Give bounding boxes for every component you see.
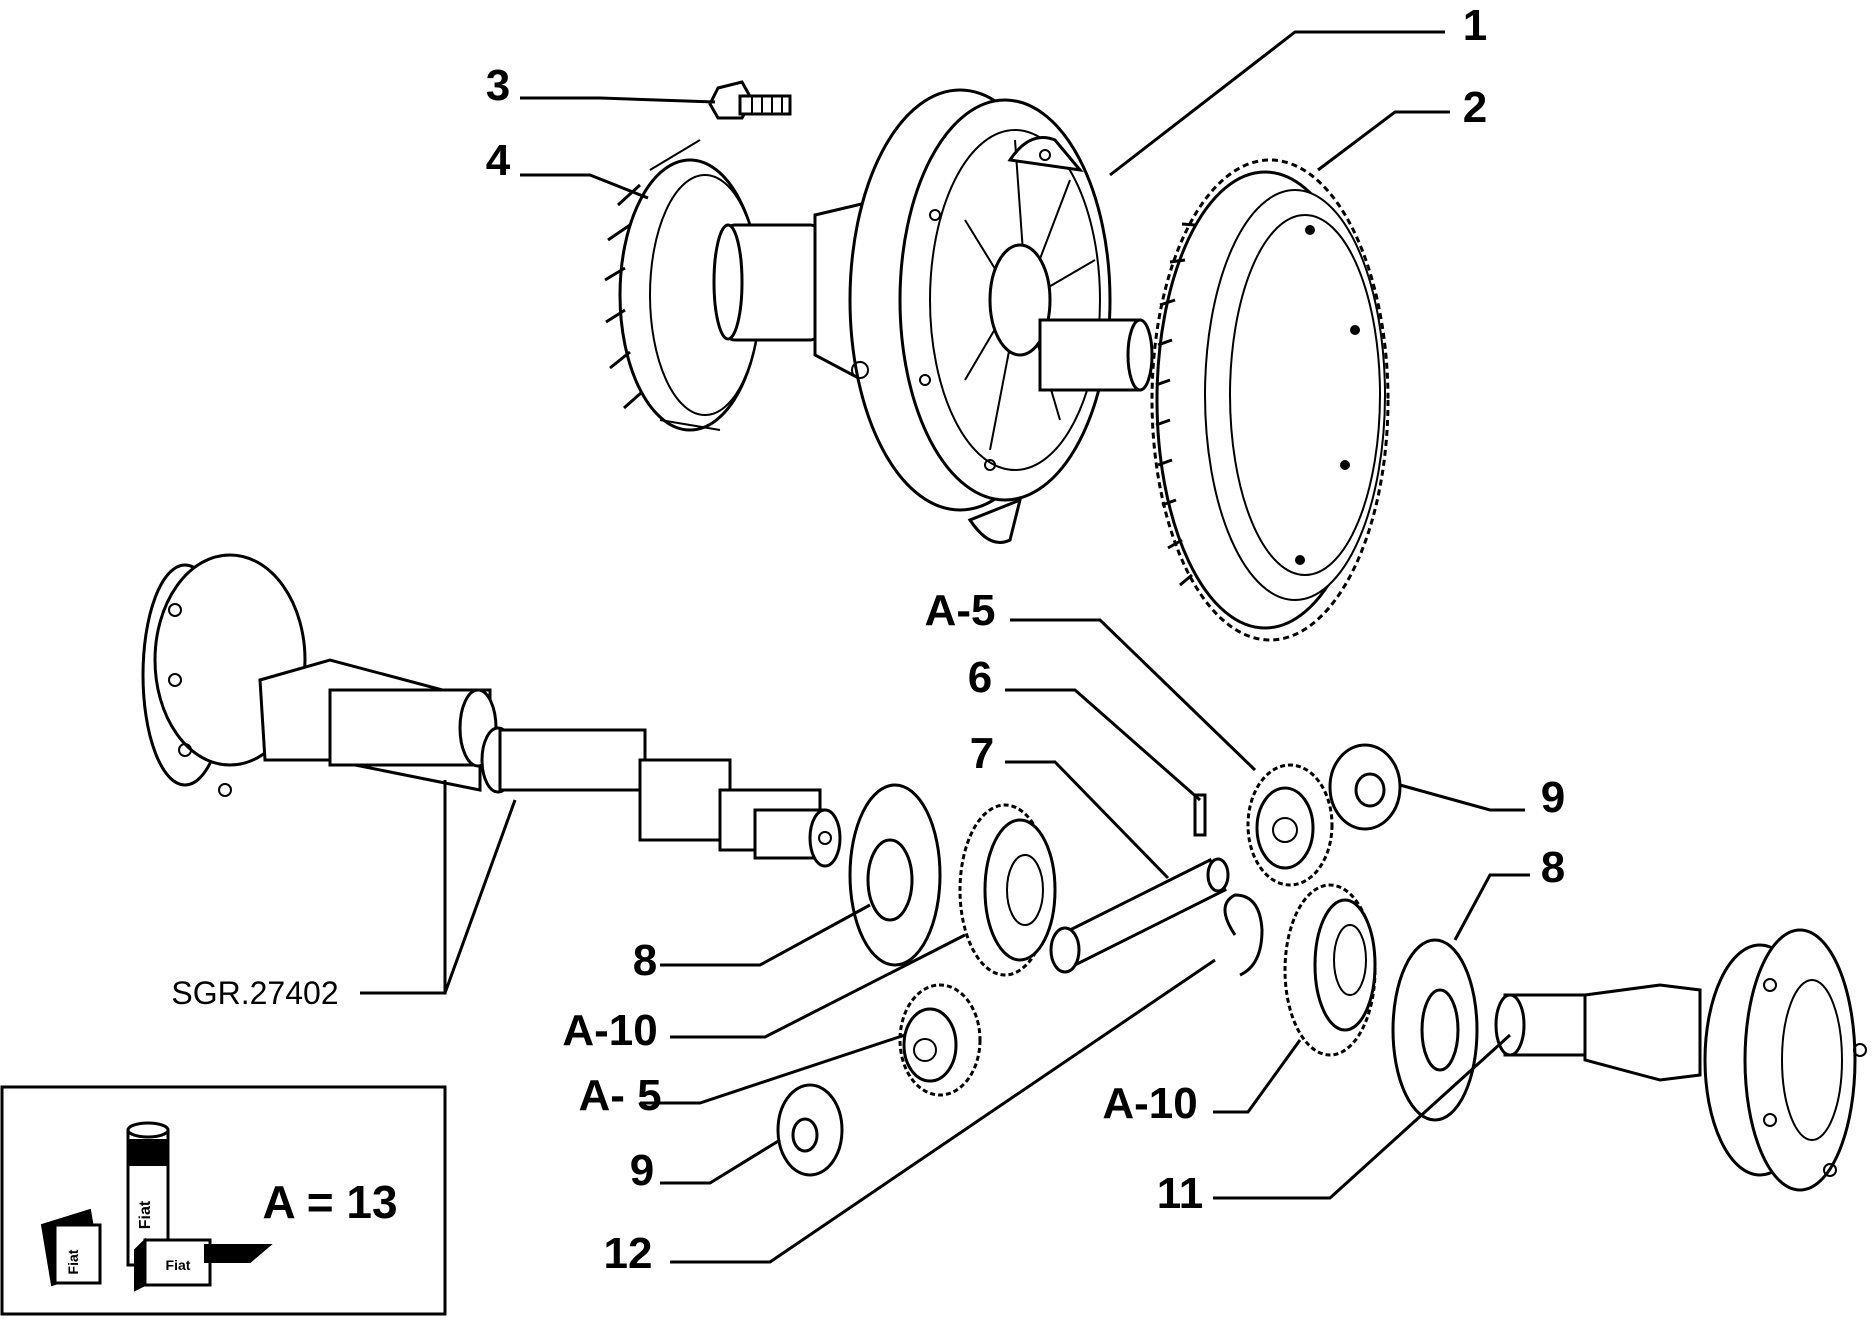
box-left-label: Fiat bbox=[65, 1249, 81, 1274]
part-11-right-axle-shaft bbox=[1494, 928, 1867, 1192]
part-6-pin bbox=[1193, 793, 1207, 837]
part-8-right-washer bbox=[1391, 938, 1479, 1122]
legend-formula: A = 13 bbox=[262, 1176, 397, 1228]
lubricant-box-right-icon: Fiat bbox=[134, 1237, 273, 1292]
tube-label: Fiat bbox=[137, 1200, 154, 1229]
legend-box: Fiat Fiat Fiat A = 13 bbox=[0, 1085, 447, 1316]
part-9-right-washer bbox=[1328, 743, 1402, 831]
part-a10-left-side-gear bbox=[958, 803, 1057, 977]
callout-a5-top: A-5 bbox=[925, 586, 996, 635]
part-12-snap-ring bbox=[1223, 893, 1264, 977]
leader-lines bbox=[360, 30, 1530, 1264]
callout-7: 7 bbox=[970, 729, 994, 778]
reference-code: SGR.27402 bbox=[171, 975, 338, 1011]
callout-11: 11 bbox=[1157, 1169, 1204, 1218]
callout-a10-right: A-10 bbox=[1102, 1079, 1197, 1128]
part-a5-left-pinion-gear bbox=[898, 983, 982, 1097]
callout-a10-left: A-10 bbox=[562, 1006, 657, 1055]
lubricant-box-left-icon: Fiat bbox=[40, 1208, 102, 1287]
part-3-bolt bbox=[708, 80, 792, 120]
callout-4: 4 bbox=[486, 136, 511, 185]
part-7-pinion-shaft bbox=[1049, 857, 1230, 974]
part-8-left-washer bbox=[848, 783, 942, 967]
callout-2: 2 bbox=[1463, 83, 1487, 132]
callout-3: 3 bbox=[486, 61, 510, 110]
part-9-left-washer bbox=[776, 1083, 844, 1177]
callout-9-left: 9 bbox=[630, 1146, 654, 1195]
callout-8-right: 8 bbox=[1541, 843, 1565, 892]
part-a10-right-side-gear bbox=[1283, 883, 1377, 1057]
part-2-ring-gear bbox=[1150, 158, 1390, 642]
callout-labels: 1 2 3 4 A-5 6 7 9 8 8 A-10 A- 5 A-10 9 1… bbox=[171, 1, 1565, 1278]
callout-8-left: 8 bbox=[633, 936, 657, 985]
callout-12: 12 bbox=[604, 1229, 653, 1278]
box-right-label: Fiat bbox=[166, 1257, 191, 1273]
callout-9-right: 9 bbox=[1541, 773, 1565, 822]
left-axle-shaft bbox=[141, 553, 842, 868]
callout-1: 1 bbox=[1463, 1, 1487, 50]
part-1-differential-housing bbox=[712, 88, 1154, 544]
part-a5-top-pinion-gear bbox=[1246, 763, 1334, 887]
callout-6: 6 bbox=[968, 653, 992, 702]
callout-a5-left: A- 5 bbox=[578, 1071, 661, 1120]
